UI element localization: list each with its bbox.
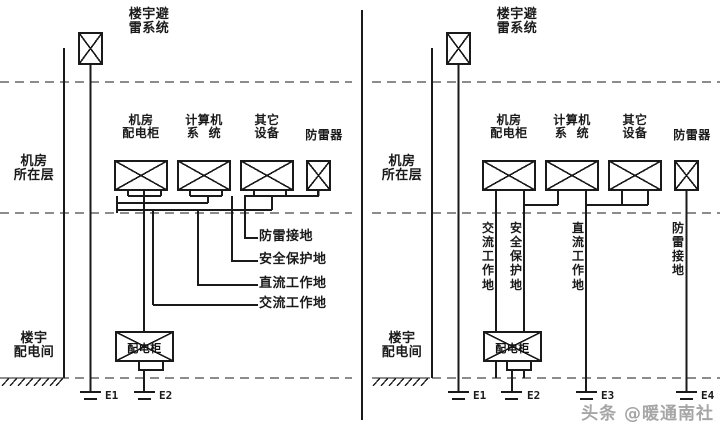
left-equipment-box-4 (306, 160, 331, 191)
right-equipment-box-2 (545, 160, 599, 191)
left-leader-label-safety-ground: 安全保护地 (259, 252, 327, 267)
left-equipment-box-3 (240, 160, 294, 191)
right-equipment-box-3 (608, 160, 662, 191)
right-equipment-label-1: 机房 配电柜 (490, 113, 528, 140)
left-ground-hatch (0, 377, 64, 387)
left-ground-tag-e1: E1 (105, 389, 119, 402)
right-vertical-label-ac-ground: 交流工作地 (481, 221, 494, 292)
left-equipment-label-4: 防雷器 (305, 128, 343, 142)
right-ground-hatch (372, 377, 430, 387)
right-ground-tag-e2: E2 (527, 389, 541, 402)
left-equipment-box-1 (114, 160, 168, 191)
right-lightning-system-label: 楼宇避 雷系统 (496, 7, 538, 37)
right-lightning-box (446, 32, 471, 65)
right-ground-tag-e1: E1 (473, 389, 487, 402)
left-floor-label-top: 机房 所在层 (13, 154, 55, 184)
left-distribution-cabinet (115, 331, 174, 378)
watermark-text: 头条 @暖通南社 (581, 404, 714, 424)
right-equipment-label-2: 计算机 系 统 (553, 113, 591, 140)
right-ground-tag-e4: E4 (701, 389, 715, 402)
right-vertical-label-safety-ground: 安全保护地 (509, 221, 522, 292)
left-equipment-label-1: 机房 配电柜 (122, 113, 160, 140)
right-vertical-label-lightning-ground: 防雷接地 (671, 221, 684, 278)
left-ground-electrode-e1 (80, 378, 101, 400)
right-distribution-cabinet (483, 331, 542, 378)
right-equipment-box-1 (482, 160, 536, 191)
right-floor-label-bottom: 楼宇 配电间 (381, 331, 423, 361)
left-lightning-system-label: 楼宇避 雷系统 (128, 7, 170, 37)
left-equipment-label-3: 其它 设备 (254, 113, 280, 140)
left-equipment-label-2: 计算机 系 统 (185, 113, 223, 140)
right-ground-tag-e3: E3 (601, 389, 615, 402)
left-floor-label-bottom: 楼宇 配电间 (13, 331, 55, 361)
right-ground-electrode-e4 (676, 378, 697, 400)
right-ground-electrode-e1 (448, 378, 469, 400)
right-ground-electrode-e3 (576, 378, 597, 400)
left-leader-label-dc-ground: 直流工作地 (259, 276, 327, 291)
left-cabinet-label: 配电柜 (127, 342, 162, 355)
right-cabinet-label: 配电柜 (495, 342, 530, 355)
right-ground-electrode-e2 (501, 378, 522, 400)
left-leader-label-ac-ground: 交流工作地 (259, 296, 327, 311)
right-equipment-label-4: 防雷器 (673, 128, 711, 142)
left-leader-label-lightning-ground: 防雷接地 (259, 229, 314, 244)
right-vertical-label-dc-ground: 直流工作地 (571, 221, 584, 292)
right-equipment-label-3: 其它 设备 (622, 113, 648, 140)
left-equipment-box-2 (177, 160, 231, 191)
left-ground-electrode-e2 (134, 378, 155, 400)
left-ground-tag-e2: E2 (159, 389, 173, 402)
right-equipment-box-4 (674, 160, 699, 191)
right-floor-label-top: 机房 所在层 (381, 154, 423, 184)
left-callout-lines (152, 190, 320, 306)
left-lightning-box (78, 32, 103, 65)
